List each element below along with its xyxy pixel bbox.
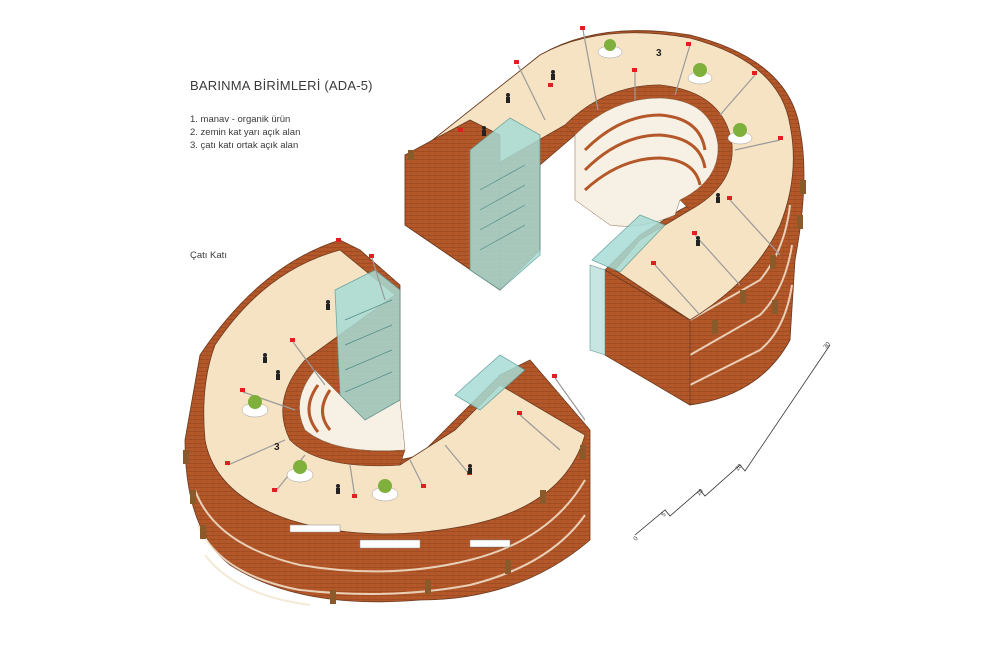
legend-item: 2. zemin kat yarı açık alan <box>190 127 301 138</box>
upper-right-glass-stair <box>591 214 666 273</box>
scale-bar <box>634 344 831 536</box>
upper-shutters <box>408 150 806 334</box>
lower-stair-flights <box>344 299 393 393</box>
lower-floor-bands <box>194 479 586 606</box>
upper-stair-flights <box>479 164 526 251</box>
scale-tick-label: 10 <box>696 488 705 497</box>
upper-building: 3 <box>404 26 806 406</box>
lower-window-strips <box>289 524 511 549</box>
upper-right-glass-face <box>589 264 606 356</box>
diagram-title: BARINMA BİRİMLERİ (ADA-5) <box>190 78 373 93</box>
legend: 1. manav - organik ürün 2. zemin kat yar… <box>190 113 300 152</box>
upper-floor-bands <box>689 204 793 386</box>
scale-ticks: 0 5 10 20 30 <box>633 341 832 542</box>
lower-glass-stair <box>334 269 401 421</box>
upper-roof-area-label: 3 <box>656 48 662 59</box>
upper-people <box>482 70 720 246</box>
lower-courtyard <box>299 369 406 452</box>
scale-tick-label: 20 <box>735 463 744 472</box>
lower-right-glass-stair <box>454 354 526 411</box>
scale-tick-label: 0 <box>633 535 640 542</box>
lower-roof-trees <box>241 395 399 502</box>
upper-courtyard-bands <box>583 113 707 192</box>
lower-building: 3 <box>183 238 591 606</box>
lower-roof-area-label: 3 <box>274 442 280 453</box>
lower-shutters <box>183 445 586 604</box>
scale-tick-label: 30 <box>823 341 832 350</box>
lower-courtyard-bands <box>307 384 332 433</box>
upper-glass-stair <box>469 117 541 291</box>
upper-red-markers <box>458 26 783 316</box>
floor-label: Çatı Katı <box>190 250 227 261</box>
legend-item: 1. manav - organik ürün <box>190 114 291 125</box>
upper-roof-trees <box>597 39 753 145</box>
scale-tick-label: 5 <box>661 511 668 518</box>
lower-people <box>263 300 472 494</box>
legend-item: 3. çatı katı ortak açık alan <box>190 140 299 151</box>
